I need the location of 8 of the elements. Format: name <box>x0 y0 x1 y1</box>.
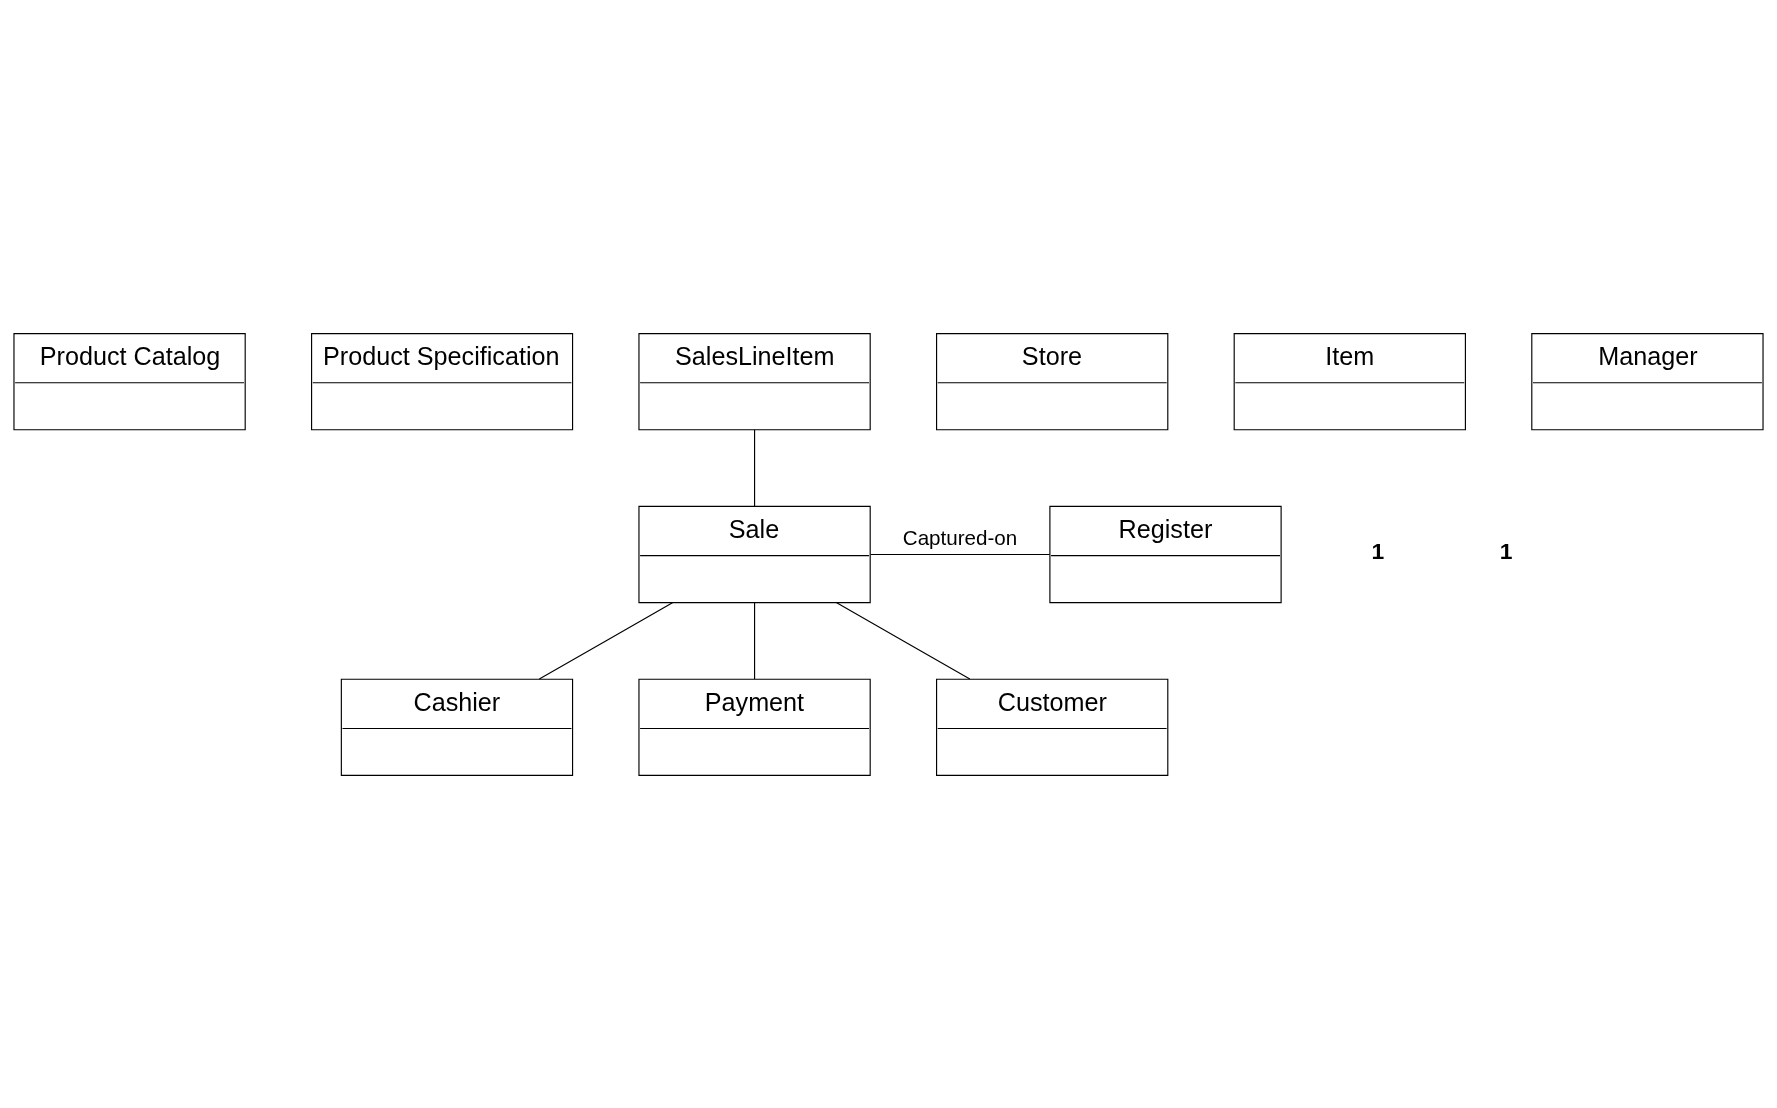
connector <box>870 553 1051 555</box>
connector <box>538 601 674 680</box>
edge-label: Captured-on <box>902 525 1018 549</box>
connector <box>754 601 756 680</box>
label: 1 <box>1371 537 1385 564</box>
connector <box>754 428 756 507</box>
label: 1 <box>1499 537 1513 564</box>
connector <box>836 601 971 680</box>
